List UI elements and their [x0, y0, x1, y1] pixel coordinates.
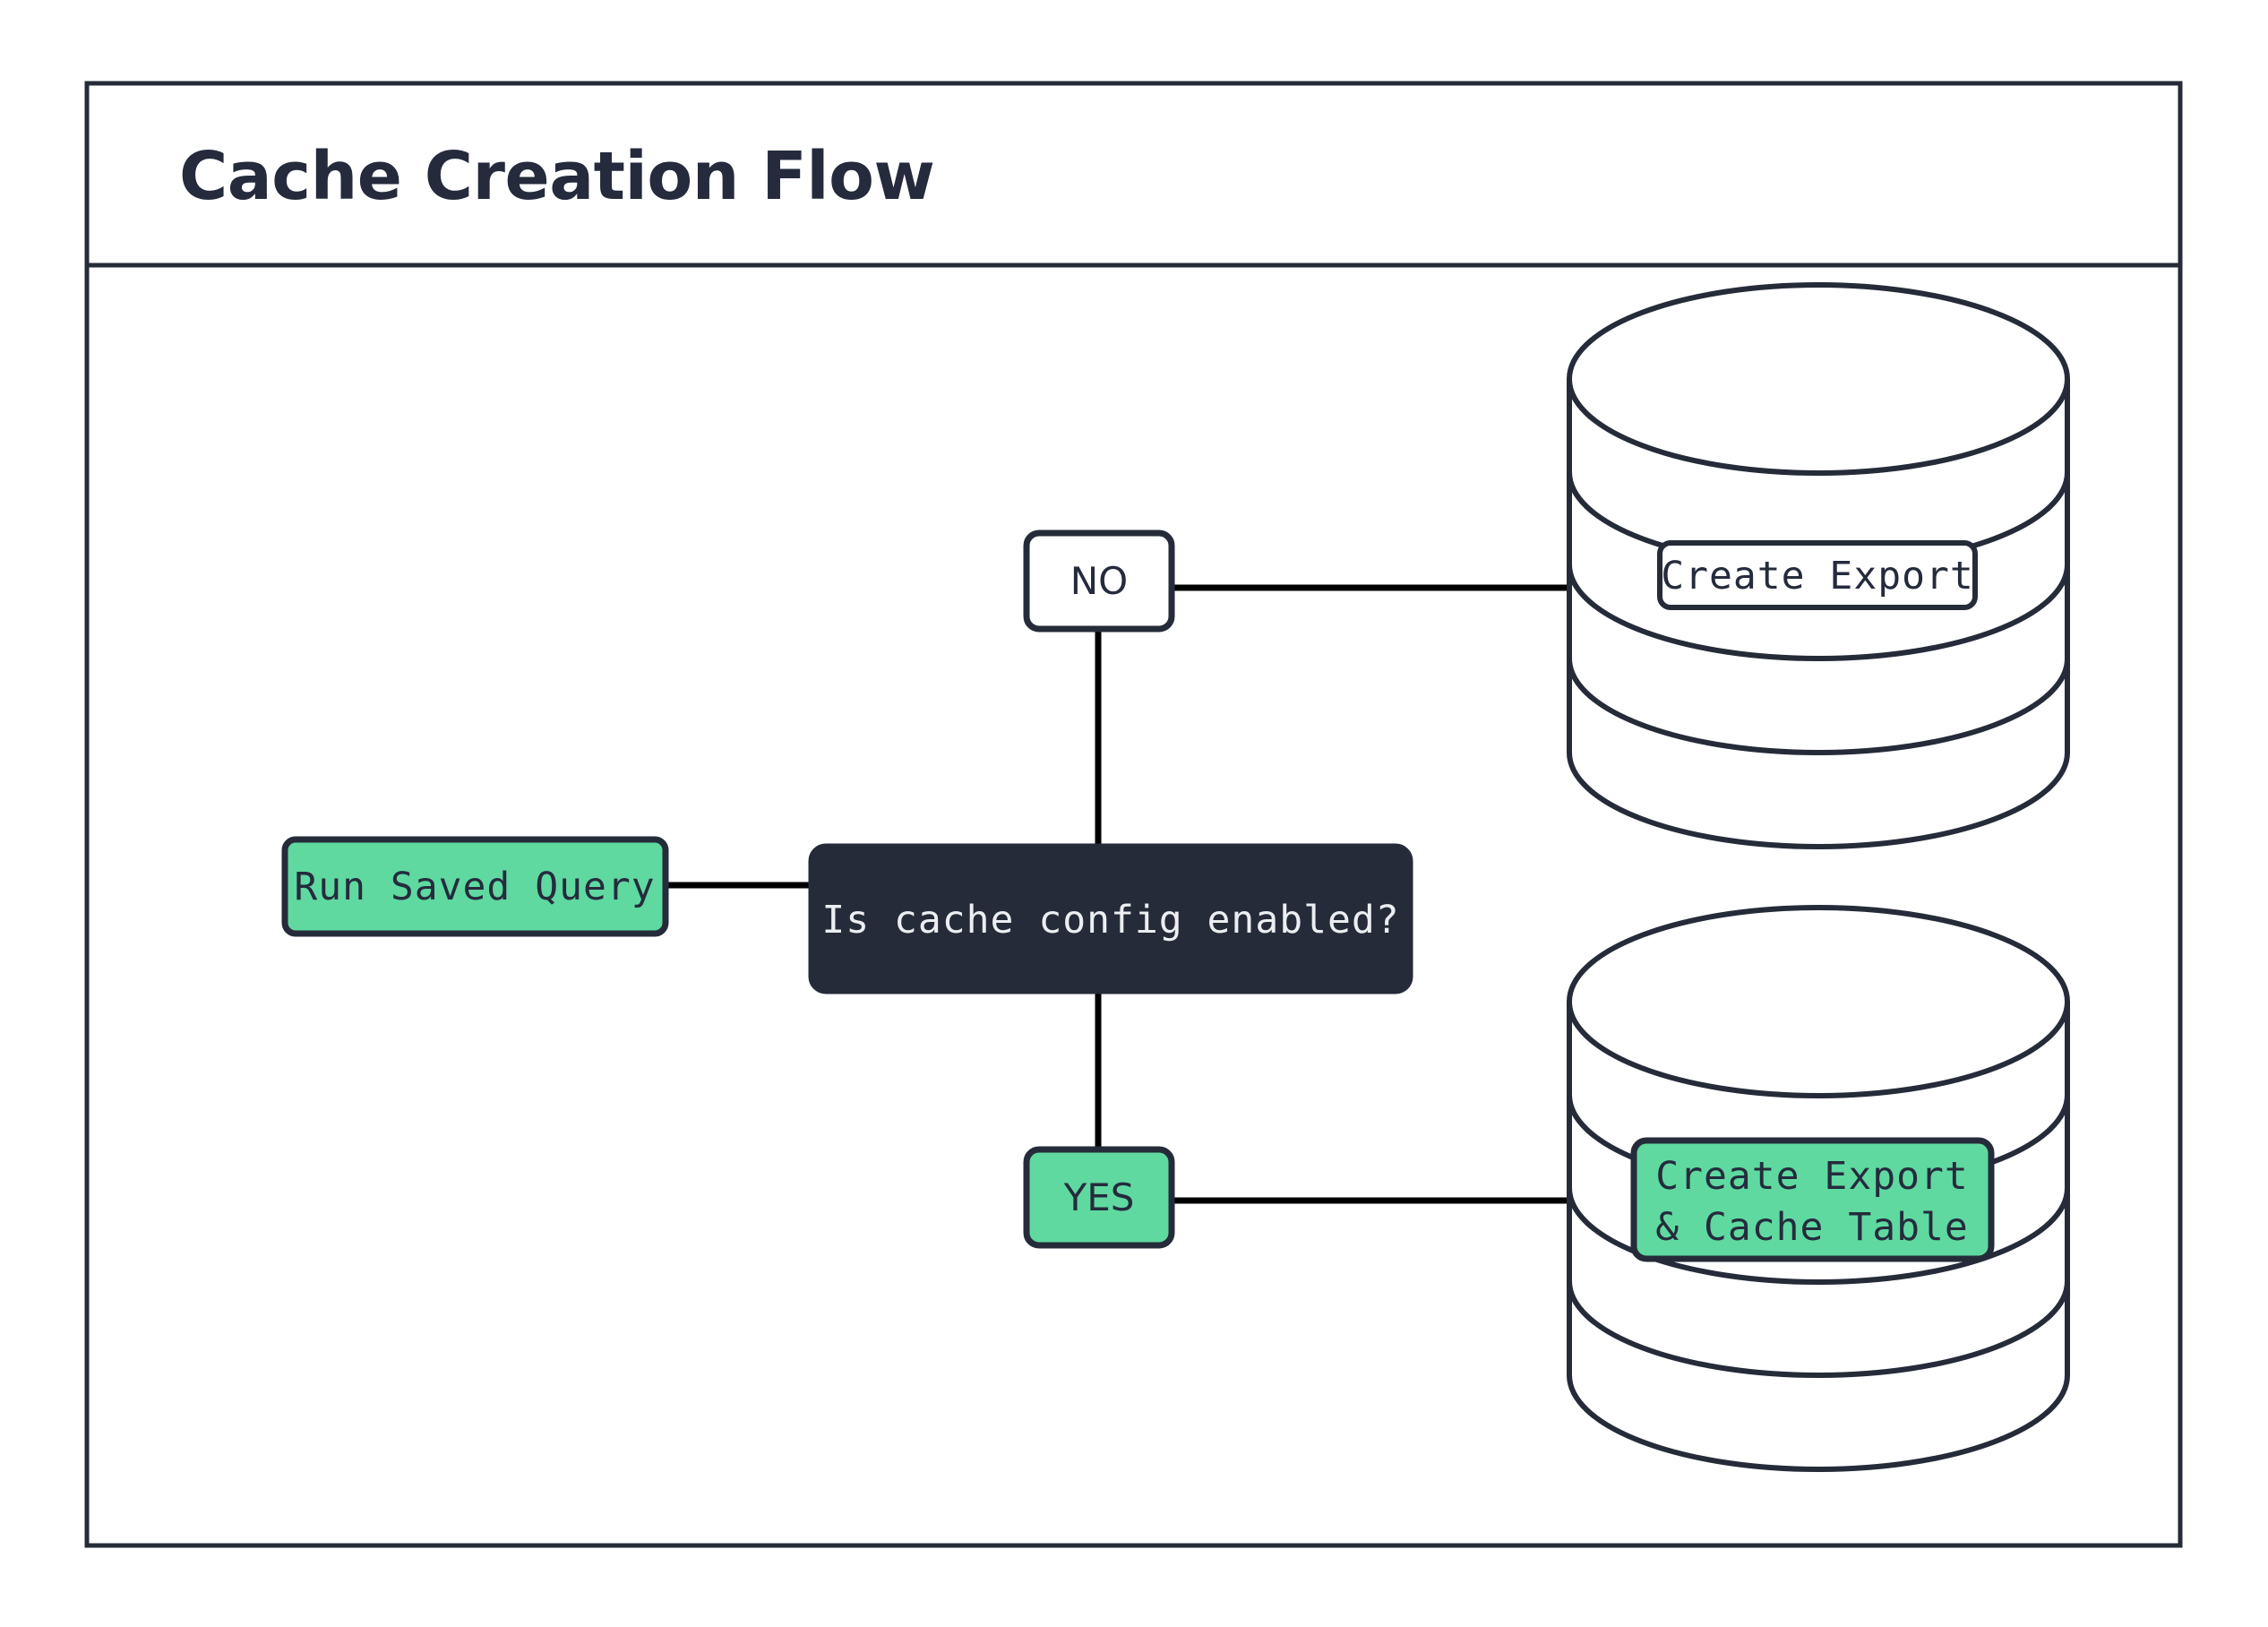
database-export-cache-ridge-3	[1567, 1187, 2070, 1285]
database-export-cache-ridge-4	[1567, 1280, 2070, 1378]
branch-yes-label: YES	[1063, 1175, 1135, 1219]
database-export-cache-label-box	[1630, 1137, 1995, 1262]
database-export-cache-label: Create Export & Cache Table	[1630, 1137, 1995, 1262]
page-title: Cache Creation Flow	[179, 138, 934, 215]
database-export-cache-label-line-1: Create Export	[1655, 1154, 1969, 1199]
run-saved-query-label: Run Saved Query	[294, 865, 655, 909]
cache-config-decision-box[interactable]	[808, 843, 1413, 994]
node-run-saved-query[interactable]: Run Saved Query	[281, 836, 669, 937]
node-branch-yes[interactable]: YES	[1023, 1146, 1175, 1249]
node-cache-config-decision[interactable]: Is cache config enabled?	[808, 843, 1413, 994]
branch-yes-box[interactable]	[1023, 1146, 1175, 1249]
database-export-label: Create Export	[1657, 540, 1978, 610]
cache-config-decision-label: Is cache config enabled?	[821, 898, 1399, 943]
database-export-label-box	[1657, 540, 1978, 610]
node-branch-no[interactable]: NO	[1023, 529, 1175, 633]
run-saved-query-box[interactable]	[281, 836, 669, 937]
database-export-ridge-3	[1567, 564, 2070, 661]
database-export-ridge-4	[1567, 658, 2070, 755]
branch-no-label: NO	[1070, 559, 1128, 603]
database-export-cache-label-line-2: & Cache Table	[1655, 1205, 1969, 1250]
branch-no-box[interactable]	[1023, 529, 1175, 633]
database-export-ridge-1	[1567, 378, 2070, 476]
database-export-label-text: Create Export	[1661, 554, 1974, 598]
database-export-cache-ridge-1	[1567, 1001, 2070, 1098]
